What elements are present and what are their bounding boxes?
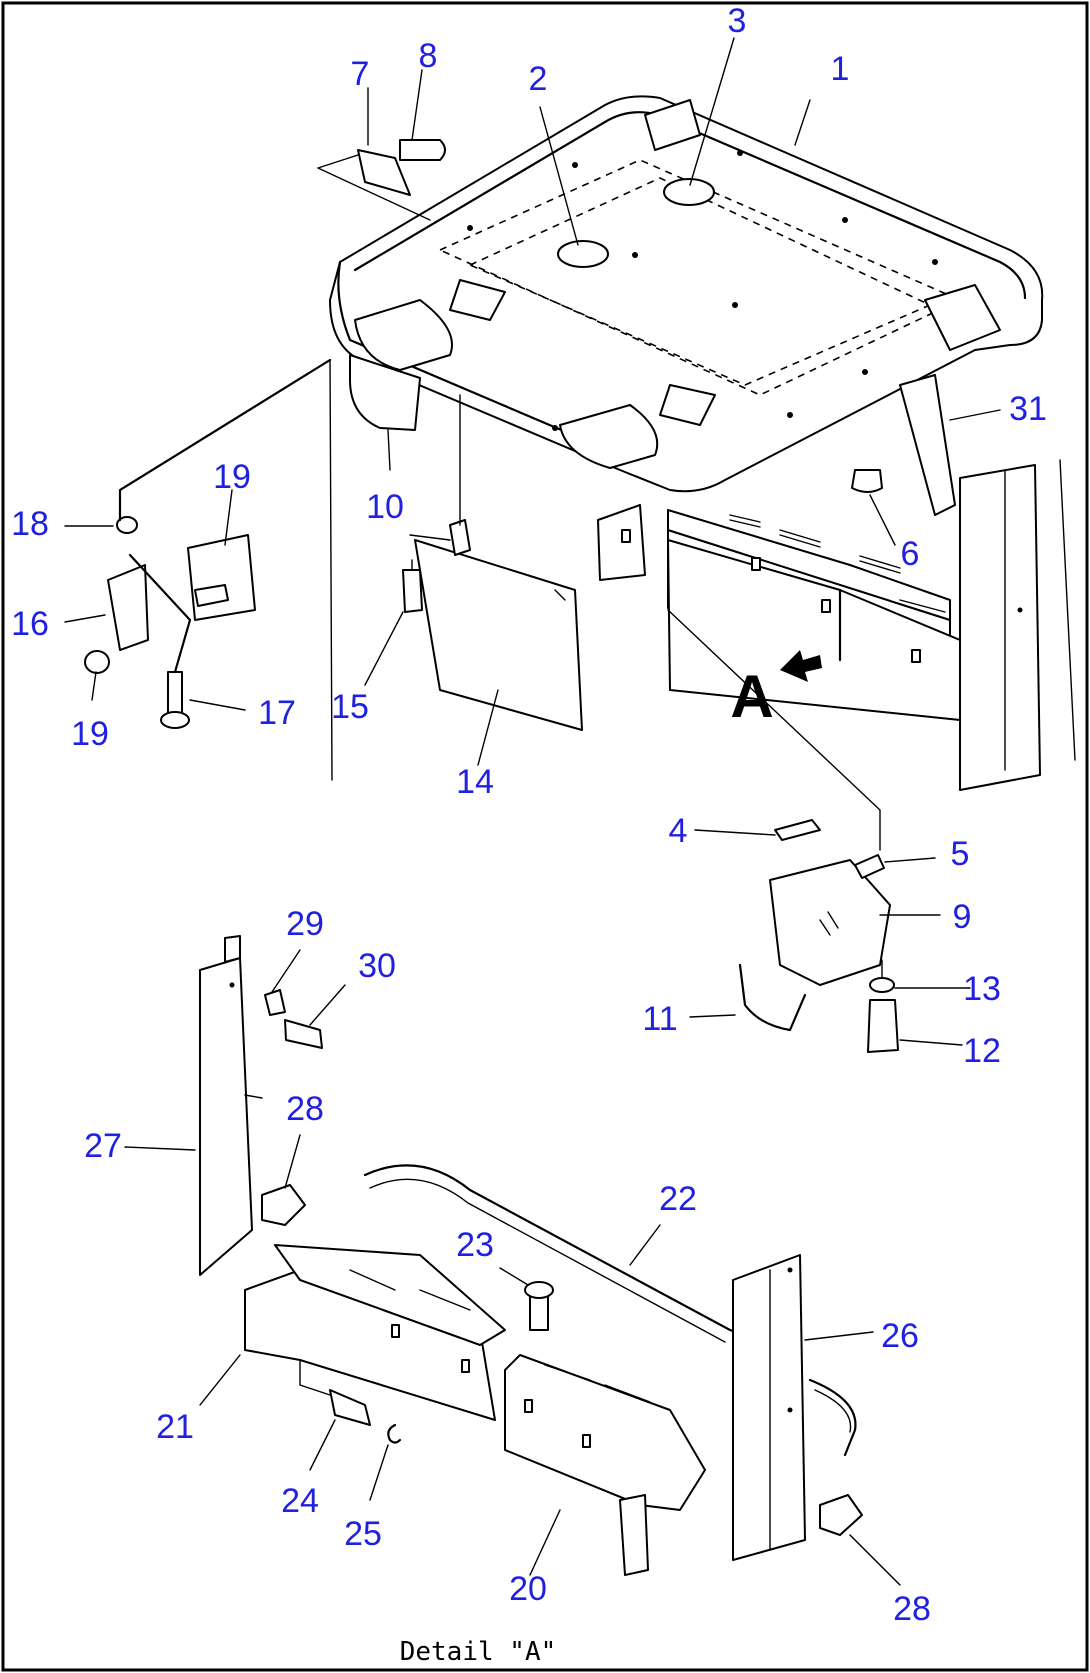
part-17-bolt xyxy=(167,671,183,716)
callout-labels: 1 2 3 4 5 6 7 8 9 10 11 12 13 14 15 16 1… xyxy=(11,2,1047,1628)
callout-26: 26 xyxy=(881,1317,919,1355)
part-27-column xyxy=(199,957,253,1276)
part-6-stud xyxy=(851,469,883,493)
part-19-nut xyxy=(84,650,110,674)
detail-caption: Detail "A" xyxy=(400,1637,557,1667)
part-22-strip xyxy=(363,1164,762,1342)
leader-lines xyxy=(64,37,1001,1586)
part-4-clip xyxy=(774,819,821,841)
part-26-column xyxy=(732,1254,806,1561)
callout-7: 7 xyxy=(351,55,370,93)
callout-27: 27 xyxy=(84,1127,122,1165)
callout-31: 31 xyxy=(1009,390,1047,428)
callout-24: 24 xyxy=(281,1482,319,1520)
part-28-grommet-upper xyxy=(261,1184,306,1226)
part-11-wire xyxy=(738,963,807,1032)
part-9-box xyxy=(769,859,891,986)
callout-21: 21 xyxy=(156,1408,194,1446)
roof-canopy xyxy=(329,95,1044,493)
callout-17: 17 xyxy=(258,694,296,732)
part-8-bolt xyxy=(399,139,446,161)
part-5-pin xyxy=(854,854,885,879)
callout-12: 12 xyxy=(963,1032,1001,1070)
detail-marker-a: A xyxy=(730,663,773,730)
callout-15: 15 xyxy=(331,688,369,726)
part-20-cover xyxy=(504,1354,706,1511)
part-28-grommet-lower xyxy=(819,1494,863,1536)
callout-20: 20 xyxy=(509,1570,547,1608)
callout-8: 8 xyxy=(419,37,438,75)
callout-16: 16 xyxy=(11,605,49,643)
callout-11: 11 xyxy=(642,1000,677,1038)
part-16-bracket xyxy=(107,564,149,651)
callout-25: 25 xyxy=(344,1515,382,1553)
callout-1: 1 xyxy=(831,50,850,88)
callout-22: 22 xyxy=(659,1180,697,1218)
part-15-screw xyxy=(402,569,423,613)
callout-28-upper: 28 xyxy=(286,1090,324,1128)
right-column xyxy=(959,464,1041,791)
callout-3: 3 xyxy=(728,2,747,40)
callout-18: 18 xyxy=(11,505,49,543)
part-30-bolt xyxy=(284,1019,323,1049)
callout-10: 10 xyxy=(366,488,404,526)
callout-4: 4 xyxy=(669,812,688,850)
callout-2: 2 xyxy=(529,60,548,98)
callout-29: 29 xyxy=(286,905,324,943)
part-31-plate xyxy=(899,374,956,516)
part-24-fastener xyxy=(329,1389,371,1426)
part-12-bolt xyxy=(867,999,899,1053)
part-7-hinge xyxy=(357,149,411,196)
callout-19-plate: 19 xyxy=(213,458,251,496)
callout-19-nut: 19 xyxy=(71,715,109,753)
callout-30: 30 xyxy=(358,947,396,985)
part-18-washer xyxy=(116,516,138,534)
callout-6: 6 xyxy=(901,535,920,573)
callout-9: 9 xyxy=(953,898,972,936)
part-19-mirror-plate xyxy=(187,534,256,621)
callout-14: 14 xyxy=(456,763,494,801)
front-panel-assembly xyxy=(597,504,961,721)
callout-28-lower: 28 xyxy=(893,1590,931,1628)
callout-23: 23 xyxy=(456,1226,494,1264)
part-10-bracket xyxy=(349,354,421,431)
part-29-washer xyxy=(264,989,286,1016)
part-13-washer xyxy=(869,977,895,993)
part-14-panel xyxy=(414,539,583,731)
callout-13: 13 xyxy=(963,970,1001,1008)
callout-5: 5 xyxy=(951,835,970,873)
part-25-clip xyxy=(387,1423,402,1444)
